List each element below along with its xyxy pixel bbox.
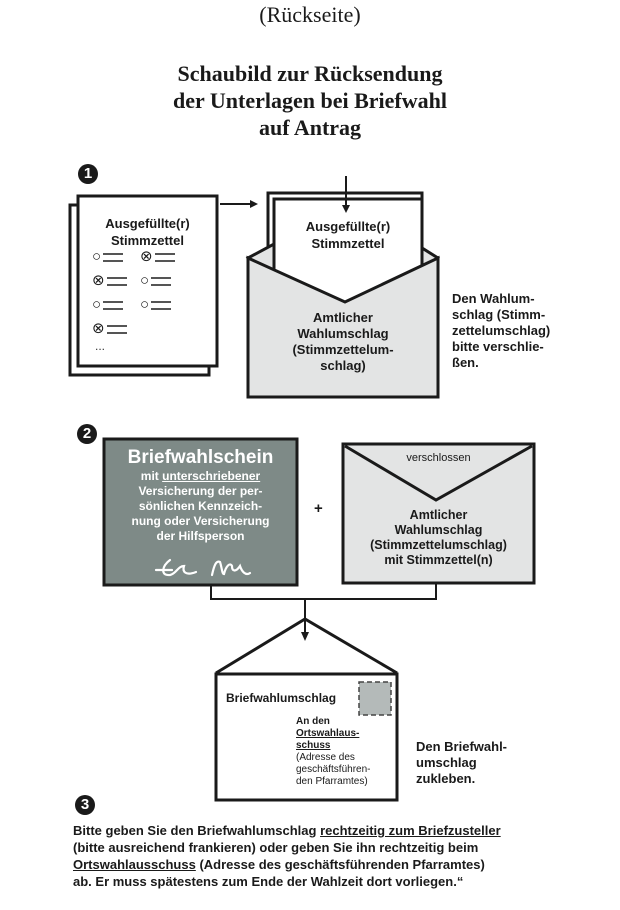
title-line: auf Antrag	[258, 115, 362, 140]
official-envelope-label: Amtlicher Wahlumschlag (Stimmzettelum- s…	[248, 310, 438, 374]
candidate-lines	[106, 276, 127, 286]
step-3-badge: 3	[75, 795, 95, 815]
instruction-text: (Adresse des geschäftsführenden Pfarramt…	[195, 857, 485, 872]
sealed-envelope-label: Amtlicher Wahlumschlag (Stimmzettelumsch…	[343, 508, 534, 568]
certificate-line: der Hilfsperson	[156, 529, 245, 543]
sealed-label-line: Wahlumschlag	[394, 523, 483, 537]
instruction-text-underlined: Ortswahlausschuss	[73, 857, 196, 872]
note-line: zettelumschlag)	[452, 323, 551, 338]
candidate-lines	[151, 300, 172, 310]
marked-circle-icon: ⊗	[140, 248, 153, 265]
mail-envelope-address: An den Ortswahlaus- schuss (Adresse des …	[296, 716, 371, 788]
certificate-card	[102, 437, 299, 587]
title-line: der Unterlagen bei Briefwahl	[173, 88, 447, 113]
certificate-line: nung oder Versicherung	[131, 514, 270, 528]
ballot-title: Ausgefüllte(r) Stimmzettel	[78, 215, 217, 249]
certificate-line: Versicherung der per-	[138, 484, 263, 498]
note-line: Den Briefwahl-	[416, 739, 508, 754]
final-instructions: Bitte geben Sie den Briefwahlumschlag re…	[73, 822, 563, 890]
sealed-label-line: (Stimmzettelumschlag)	[370, 538, 507, 552]
insert-title-line: Stimmzettel	[311, 236, 385, 251]
candidate-lines	[103, 252, 124, 262]
address-recipient: Ortswahlaus-	[296, 728, 360, 739]
ballot-option: ○	[92, 248, 124, 265]
certificate-line: sönlichen Kennzeich-	[138, 499, 263, 513]
ballot-title-line: Ausgefüllte(r)	[105, 216, 190, 231]
note-line: Den Wahlum-	[452, 291, 535, 306]
empty-circle-icon: ○	[92, 248, 102, 265]
insert-title-line: Ausgefüllte(r)	[305, 219, 391, 234]
step-1-badge: 1	[78, 164, 98, 184]
instruction-text-underlined: rechtzeitig zum Briefzusteller	[320, 823, 501, 838]
sealed-label-line: mit Stimmzettel(n)	[384, 553, 493, 567]
sealed-envelope-flap	[344, 444, 533, 502]
certificate-line: mit	[140, 469, 159, 483]
sealed-flap-label: verschlossen	[406, 452, 471, 464]
mail-envelope-note: Den Briefwahl- umschlag zukleben.	[416, 739, 507, 787]
instruction-text: Bitte geben Sie den Briefwahlumschlag	[73, 823, 321, 838]
address-to: An den	[296, 716, 330, 727]
empty-circle-icon: ○	[92, 296, 102, 313]
candidate-lines	[151, 276, 172, 286]
note-line: zukleben.	[416, 771, 476, 786]
official-envelope-body	[246, 255, 440, 399]
ballot-option: ⊗	[92, 321, 127, 336]
note-line: schlag (Stimm-	[452, 307, 546, 322]
ballot-option: ○	[140, 296, 172, 313]
ballot-title-line: Stimmzettel	[111, 233, 184, 248]
signature-scribble	[154, 558, 252, 577]
instruction-text: ab. Er muss spätestens zum Ende der Wahl…	[73, 874, 464, 889]
marked-circle-icon: ⊗	[92, 272, 105, 289]
arrow-head-icon	[250, 200, 258, 208]
envelope-label-line: Amtlicher	[313, 310, 373, 325]
note-line: ßen.	[452, 355, 479, 370]
candidate-lines	[106, 324, 127, 334]
note-line: umschlag	[416, 755, 477, 770]
ballot-option: ⊗	[140, 249, 175, 264]
candidate-lines	[103, 300, 124, 310]
certificate-title: Briefwahlschein	[127, 447, 274, 468]
address-note: den Pfarramtes)	[296, 776, 368, 787]
envelope-label-line: schlag)	[320, 358, 366, 373]
address-note: geschäftsführen-	[296, 764, 371, 775]
marked-circle-icon: ⊗	[92, 320, 105, 337]
certificate-line-underlined: unterschriebener	[162, 469, 261, 483]
empty-circle-icon: ○	[140, 272, 150, 289]
candidate-lines	[154, 252, 175, 262]
title-line: Schaubild zur Rücksendung	[177, 61, 443, 86]
instruction-text: (bitte ausreichend frankieren) oder gebe…	[73, 840, 479, 855]
plus-sign: +	[314, 500, 323, 517]
sealed-label-line: Amtlicher	[409, 508, 468, 522]
step-2-badge: 2	[77, 424, 97, 444]
note-line: bitte verschlie-	[452, 339, 544, 354]
address-note: (Adresse des	[296, 752, 355, 763]
stamp-placeholder	[358, 681, 392, 716]
mail-envelope-title: Briefwahlumschlag	[226, 691, 337, 705]
sealed-envelope	[341, 442, 536, 585]
ballot-option: ⊗	[92, 273, 127, 288]
ballot-more-ellipsis: ...	[95, 339, 106, 353]
page-title: Schaubild zur Rücksendung der Unterlagen…	[0, 60, 620, 141]
mail-envelope-flap	[215, 617, 398, 675]
step-1-note: Den Wahlum- schlag (Stimm- zettelumschla…	[452, 291, 550, 371]
ballot-front-sheet	[76, 194, 219, 368]
certificate-text: Briefwahlschein mit unterschriebener Ver…	[104, 447, 297, 544]
connector-bracket	[210, 583, 437, 600]
arrow-head-icon	[342, 205, 350, 213]
ballot-option: ○	[92, 296, 124, 313]
address-recipient: schuss	[296, 740, 331, 751]
ballot-option: ○	[140, 272, 172, 289]
envelope-label-line: Wahlumschlag	[297, 326, 389, 341]
envelope-label-line: (Stimmzettelum-	[292, 342, 394, 357]
empty-circle-icon: ○	[140, 296, 150, 313]
page-subtitle: (Rückseite)	[259, 2, 361, 27]
insert-title: Ausgefüllte(r) Stimmzettel	[274, 218, 422, 252]
arrow-head-icon	[301, 632, 309, 641]
